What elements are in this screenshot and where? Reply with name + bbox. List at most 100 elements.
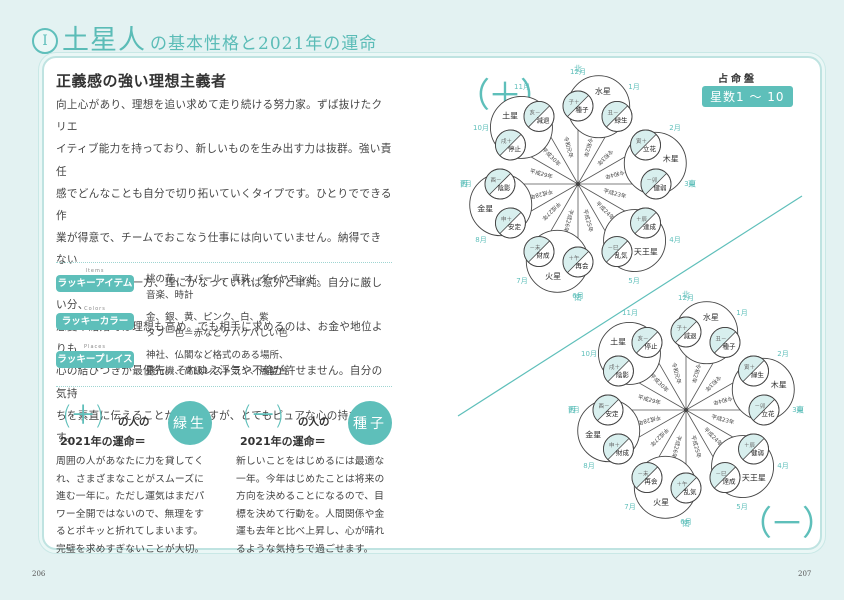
svg-text:4月: 4月 bbox=[669, 236, 680, 244]
plus-sign: (＋) bbox=[62, 401, 104, 431]
text-line: 完璧を求めすぎないことが大切。 bbox=[56, 543, 205, 555]
svg-text:緑生: 緑生 bbox=[615, 115, 629, 124]
svg-text:3月: 3月 bbox=[792, 406, 803, 414]
svg-text:乱気: 乱気 bbox=[684, 487, 698, 496]
svg-text:種子: 種子 bbox=[723, 342, 737, 350]
svg-text:土星: 土星 bbox=[502, 111, 518, 121]
star-badge: 種子 bbox=[348, 401, 392, 445]
svg-text:再会: 再会 bbox=[576, 261, 590, 270]
svg-text:令和2年: 令和2年 bbox=[582, 137, 595, 159]
lucky-en-label: Places bbox=[84, 344, 106, 350]
svg-text:南: 南 bbox=[574, 292, 582, 302]
text-line: 標を決めて行動を。人間関係や金 bbox=[236, 508, 385, 520]
text-line: イティブ能力を持っており、新しいものを生み出す力は抜群。強い責任 bbox=[56, 143, 392, 178]
svg-text:火星: 火星 bbox=[545, 272, 561, 281]
svg-text:陰影: 陰影 bbox=[498, 183, 512, 192]
svg-text:平成25年: 平成25年 bbox=[581, 208, 595, 233]
svg-text:令和2年: 令和2年 bbox=[690, 363, 703, 385]
text-line: 周囲の人があなたに力を貸してく bbox=[56, 456, 204, 467]
svg-text:西: 西 bbox=[460, 180, 468, 189]
svg-text:丑－: 丑－ bbox=[607, 109, 618, 116]
svg-text:平成25年: 平成25年 bbox=[689, 434, 703, 459]
svg-text:平成28年: 平成28年 bbox=[529, 187, 554, 201]
svg-text:子＋: 子＋ bbox=[676, 325, 687, 332]
svg-text:水星: 水星 bbox=[595, 86, 611, 96]
svg-text:10月: 10月 bbox=[581, 350, 597, 358]
svg-text:8月: 8月 bbox=[583, 462, 594, 470]
svg-text:金星: 金星 bbox=[477, 203, 493, 213]
text-line: るような気持ちで過ごせます。 bbox=[236, 543, 374, 555]
svg-text:10月: 10月 bbox=[473, 124, 489, 132]
svg-text:5月: 5月 bbox=[628, 277, 639, 285]
svg-text:北: 北 bbox=[574, 65, 582, 74]
text-line: ちを素直に伝えることが苦手ですが、とてもピュアな心の持ち主です。 bbox=[56, 409, 382, 445]
svg-text:2月: 2月 bbox=[669, 124, 680, 132]
svg-text:1月: 1月 bbox=[628, 83, 639, 91]
page-header: I 土星人 の基本性格と2021年の運命 bbox=[32, 22, 377, 58]
fortune-plus: (＋) の人の 2021年の運命＝ 緑生 周囲の人があなたに力を貸してく れ、さ… bbox=[56, 401, 216, 559]
svg-text:7月: 7月 bbox=[624, 503, 635, 511]
svg-text:11月: 11月 bbox=[514, 83, 530, 91]
svg-text:減退: 減退 bbox=[537, 115, 551, 124]
svg-text:6月: 6月 bbox=[572, 292, 583, 300]
svg-text:－未: －未 bbox=[529, 244, 541, 252]
svg-text:平成23年: 平成23年 bbox=[602, 186, 627, 200]
svg-text:達成: 達成 bbox=[723, 477, 737, 486]
svg-text:－巳: －巳 bbox=[715, 471, 727, 478]
label-unmei: 2021年の運命＝ bbox=[60, 435, 146, 448]
svg-text:酉－: 酉－ bbox=[490, 177, 501, 184]
svg-text:北: 北 bbox=[682, 291, 690, 300]
lucky-value: 金、銀、黄、ピンク、白、紫 タブー色＝赤などケバケバしい色 bbox=[146, 310, 288, 342]
svg-text:安定: 安定 bbox=[606, 409, 620, 418]
svg-text:平成29年: 平成29年 bbox=[637, 393, 662, 407]
label-no-hito: の人の bbox=[298, 416, 330, 428]
text-line: 心の結びつきが最優先。それゆえ浮気や不倫が許せません。自分の気持 bbox=[56, 365, 383, 400]
divider bbox=[56, 386, 392, 387]
svg-text:再会: 再会 bbox=[645, 477, 659, 486]
svg-text:3月: 3月 bbox=[684, 180, 695, 188]
svg-text:丑－: 丑－ bbox=[715, 335, 726, 342]
svg-text:天王星: 天王星 bbox=[634, 247, 658, 256]
svg-text:8月: 8月 bbox=[475, 236, 486, 244]
svg-text:健弱: 健弱 bbox=[751, 448, 764, 457]
text-line: 向上心があり、理想を追い求めて走り続ける努力家。ずば抜けたクリエ bbox=[56, 99, 383, 134]
text-line: 運も去年と比べ上昇し、心が晴れ bbox=[236, 526, 385, 538]
text-line: 業が得意で、チームでおこなう仕事には向いていません。納得できない bbox=[56, 232, 382, 267]
svg-text:水星: 水星 bbox=[703, 312, 719, 322]
svg-text:種子: 種子 bbox=[576, 106, 590, 114]
svg-text:令和元年: 令和元年 bbox=[562, 135, 576, 159]
text-line: 一年。今年はじめたことは将来の bbox=[236, 473, 385, 485]
svg-text:乱気: 乱気 bbox=[615, 251, 629, 260]
svg-text:陰影: 陰影 bbox=[616, 370, 630, 379]
lucky-tag: ラッキーカラー bbox=[56, 313, 134, 330]
lucky-value-line: 神社、仏閣など格式のある場所、 bbox=[146, 350, 289, 361]
svg-text:4月: 4月 bbox=[777, 462, 788, 470]
text-line: 感でどんなことも自分で切り拓いていくタイプです。ひとりでできる作 bbox=[56, 187, 392, 223]
svg-text:戌＋: 戌＋ bbox=[501, 137, 512, 145]
svg-text:－未: －未 bbox=[637, 470, 649, 478]
svg-text:申＋: 申＋ bbox=[501, 215, 512, 223]
page-title: 土星人 bbox=[62, 25, 146, 56]
svg-text:令和4年: 令和4年 bbox=[604, 168, 626, 181]
label-no-hito: の人の bbox=[118, 416, 150, 428]
svg-text:緑生: 緑生 bbox=[751, 370, 765, 379]
svg-text:金星: 金星 bbox=[585, 429, 601, 439]
svg-text:西: 西 bbox=[568, 406, 576, 415]
svg-text:11月: 11月 bbox=[622, 309, 638, 317]
divider-line bbox=[457, 195, 803, 417]
lucky-value-line: 音楽、時計 bbox=[146, 290, 194, 301]
svg-text:－卯: －卯 bbox=[646, 176, 657, 184]
lucky-items: Items ラッキーアイテム 桃の花、オパール、真珠、ダイヤモンド、 音楽、時計 bbox=[56, 268, 392, 308]
svg-text:12月: 12月 bbox=[570, 68, 586, 76]
label-unmei: 2021年の運命＝ bbox=[240, 435, 326, 448]
text-line: 方向を決めることになるので、目 bbox=[236, 491, 385, 503]
page-frame bbox=[42, 56, 822, 550]
svg-text:亥－: 亥－ bbox=[637, 334, 648, 342]
chart-title: 占命盤 bbox=[718, 74, 757, 85]
text-line: るとポキッと折れてしまいます。 bbox=[56, 526, 204, 538]
svg-text:健弱: 健弱 bbox=[654, 183, 667, 192]
chart-badge: 星数1 ～ 10 bbox=[702, 86, 793, 107]
lucky-tag: ラッキープレイス bbox=[56, 351, 134, 368]
svg-text:＋辰: ＋辰 bbox=[744, 442, 756, 449]
lucky-value-line: 桃の花、オパール、真珠、ダイヤモンド、 bbox=[146, 274, 326, 285]
